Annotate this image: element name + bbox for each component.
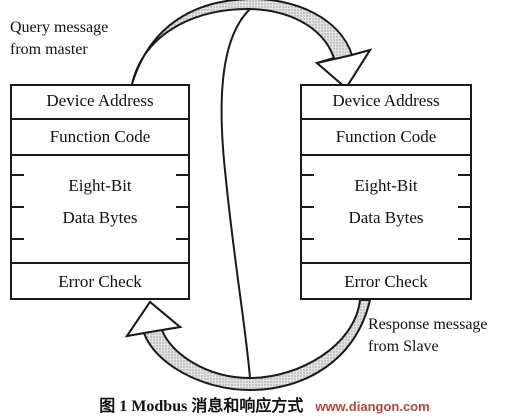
master-tick-l2 — [12, 206, 24, 208]
center-curve — [220, 8, 251, 379]
master-divider-1 — [12, 118, 188, 120]
slave-data-line1: Eight-Bit — [354, 176, 418, 195]
master-error-check: Error Check — [58, 272, 142, 291]
slave-tick-r2 — [458, 206, 470, 208]
slave-error-check: Error Check — [344, 272, 428, 291]
slave-device-address: Device Address — [332, 91, 440, 110]
response-label-line1: Response message — [368, 316, 488, 333]
slave-function-code: Function Code — [335, 127, 437, 146]
master-data-line2: Data Bytes — [62, 208, 138, 227]
slave-data-line2: Data Bytes — [348, 208, 424, 227]
master-tick-l1 — [12, 174, 24, 176]
figure-caption: 图 1 Modbus 消息和响应方式 www.diangon.com — [0, 392, 529, 416]
slave-tick-l2 — [302, 206, 314, 208]
slave-tick-l3 — [302, 238, 314, 240]
query-arrowhead — [314, 48, 373, 90]
response-arrowhead — [124, 300, 183, 338]
master-data-line1: Eight-Bit — [68, 176, 132, 195]
master-tick-r1 — [176, 174, 188, 176]
slave-divider-1 — [302, 118, 470, 120]
master-divider-2 — [12, 154, 188, 156]
center-curve-right — [270, 14, 300, 309]
slave-divider-3 — [302, 262, 470, 264]
query-label-line1: Query message — [10, 19, 109, 36]
master-tick-r2 — [176, 206, 188, 208]
slave-divider-2 — [302, 154, 470, 156]
master-divider-3 — [12, 262, 188, 264]
query-label-line2: from master — [10, 41, 88, 58]
master-tick-r3 — [176, 238, 188, 240]
master-device-address: Device Address — [46, 91, 154, 110]
slave-message-frame: Device Address Function Code Eight-Bit D… — [300, 84, 472, 300]
master-message-frame: Device Address Function Code Eight-Bit D… — [10, 84, 190, 300]
master-tick-l3 — [12, 238, 24, 240]
slave-tick-r3 — [458, 238, 470, 240]
slave-tick-r1 — [458, 174, 470, 176]
slave-tick-l1 — [302, 174, 314, 176]
watermark: www.diangon.com — [315, 399, 430, 414]
caption-text: 图 1 Modbus 消息和响应方式 — [99, 398, 304, 415]
master-function-code: Function Code — [49, 127, 151, 146]
response-label-line2: from Slave — [368, 338, 439, 355]
